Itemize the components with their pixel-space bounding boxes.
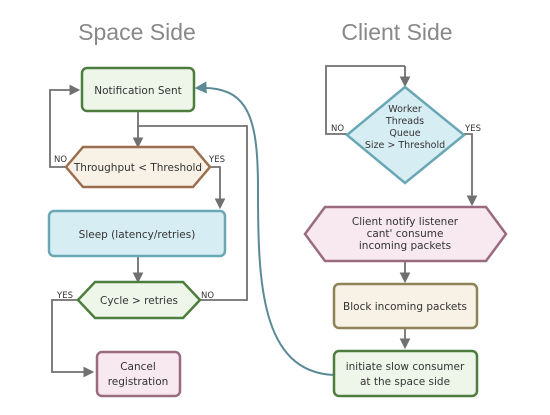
worker-label-line4: Size > Threshold (365, 140, 445, 151)
initiate-label-line1: initiate slow consumer (346, 361, 465, 373)
connector-throughput-no-loop (49, 84, 81, 168)
cancel-label-line2: registration (108, 376, 169, 388)
connector-worker-yes-to-notify (464, 133, 478, 207)
node-worker-queue-check: Worker Threads Queue Size > Threshold (345, 85, 466, 185)
client-side-title: Client Side (341, 19, 452, 45)
connector-initiate-to-notification (194, 81, 335, 376)
throughput-check-label: Throughput < Threshold (73, 162, 202, 174)
initiate-label-line2: at the space side (360, 376, 450, 388)
connector-worker-no-loop (325, 65, 405, 135)
node-client-notify: Client notify listener cant' consume inc… (303, 205, 508, 263)
client-side-connectors (325, 65, 478, 350)
node-notification-sent: Notification Sent (80, 66, 196, 113)
notify-label-line2: cant' consume (367, 228, 444, 240)
node-initiate-slow-consumer: initiate slow consumer at the space side (332, 349, 479, 398)
throughput-yes-label: YES (208, 155, 225, 165)
node-cancel-registration: Cancel registration (95, 350, 182, 398)
notification-sent-label: Notification Sent (94, 85, 181, 97)
node-sleep: Sleep (latency/retries) (47, 209, 227, 258)
cancel-label-line1: Cancel (120, 361, 156, 373)
sleep-label: Sleep (latency/retries) (79, 229, 196, 241)
node-throughput-check: Throughput < Threshold (64, 145, 212, 189)
throughput-no-label: NO (54, 155, 67, 165)
worker-no-label: NO (331, 124, 344, 134)
worker-label-line2: Threads (385, 116, 424, 127)
notify-label-line1: Client notify listener (352, 216, 459, 228)
notify-label-line3: incoming packets (359, 240, 451, 252)
cycle-no-label: NO (201, 291, 214, 301)
cycle-check-label: Cycle > retries (100, 295, 178, 307)
node-block-packets: Block incoming packets (332, 282, 479, 330)
node-cycle-check: Cycle > retries (76, 280, 202, 320)
connector-cycle-yes-to-cancel (51, 299, 95, 378)
block-label: Block incoming packets (343, 301, 467, 313)
space-side-connectors (49, 84, 248, 378)
space-side-title: Space Side (78, 19, 196, 45)
connector-throughput-yes-to-sleep (210, 166, 226, 210)
connector-cycle-no-loop (138, 125, 248, 301)
worker-label-line3: Queue (389, 128, 420, 139)
cycle-yes-label: YES (56, 291, 73, 301)
worker-yes-label: YES (464, 124, 481, 134)
worker-label-line1: Worker (388, 104, 422, 115)
